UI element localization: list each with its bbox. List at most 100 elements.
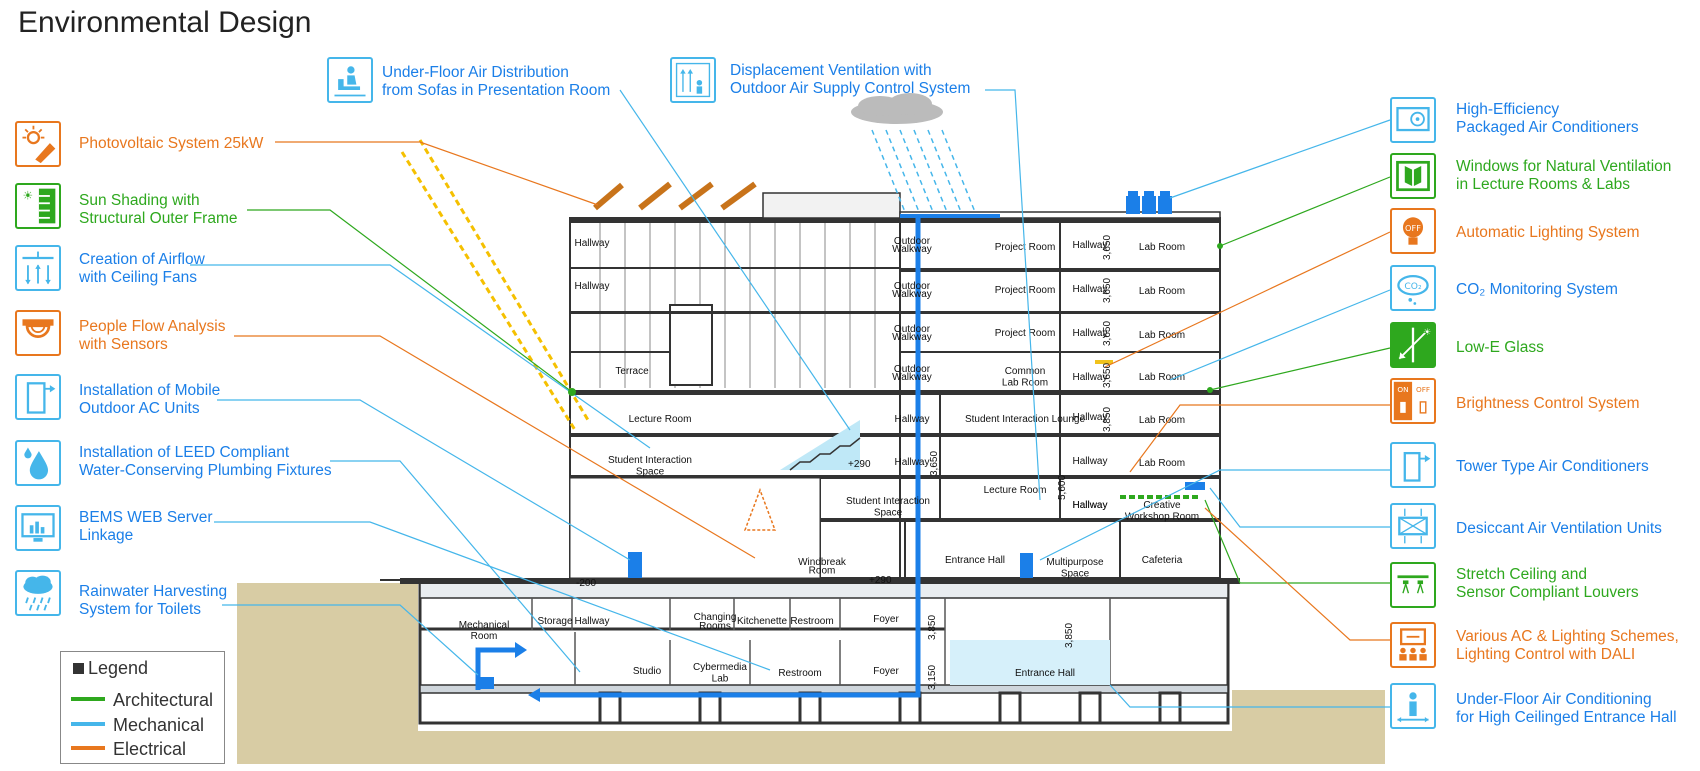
sensor-cone xyxy=(743,487,777,531)
callout-lowe: Low-E Glass xyxy=(1456,339,1544,356)
room-label-common-lab: Common xyxy=(1005,366,1046,377)
window-icon xyxy=(1390,153,1436,199)
room-label-outdoor-walkway: Outdoor xyxy=(894,236,931,247)
sensor-icon xyxy=(15,310,61,356)
room-label-outdoor-walkway: Walkway xyxy=(892,289,932,300)
desiccant-unit xyxy=(1185,482,1205,490)
dimension-label: 3,850 xyxy=(1064,623,1075,648)
callout-desiccant: Desiccant Air Ventilation Units xyxy=(1456,520,1662,537)
svg-text:OFF: OFF xyxy=(1416,385,1430,394)
room-label-cybermedia: Cybermedia xyxy=(693,662,747,673)
room-label-mechanical-room: Mechanical xyxy=(459,620,510,631)
mech-arrow xyxy=(475,647,515,690)
room-label-entrance-hall: Entrance Hall xyxy=(945,555,1005,566)
room-label-project-room: Project Room xyxy=(995,285,1056,296)
dimension-label: +290 xyxy=(848,459,871,470)
callout-tower-ac: Tower Type Air Conditioners xyxy=(1456,458,1649,475)
page-title: Environmental Design xyxy=(18,6,312,39)
room-label-hallway: Hallway xyxy=(1072,500,1107,511)
dimension-label: 3,150 xyxy=(927,665,938,690)
monitor-chart-icon xyxy=(15,505,61,551)
svg-text:ON: ON xyxy=(1397,385,1408,394)
callout-auto-lighting: Automatic Lighting System xyxy=(1456,224,1640,241)
callout-various-ac: Various AC & Lighting Schemes,Lighting C… xyxy=(1456,628,1679,663)
callout-brightness: Brightness Control System xyxy=(1456,395,1640,412)
callout-co2: CO₂ Monitoring System xyxy=(1456,281,1618,298)
room-label-student-interaction-space: Student Interaction xyxy=(846,496,930,507)
room-label-hallway: Hallway xyxy=(1072,500,1107,511)
room-label-storage: Storage xyxy=(537,616,572,627)
room-label-lab-room: Lab Room xyxy=(1139,330,1185,341)
on-off-switch-icon: ON OFF xyxy=(1390,378,1436,424)
room-label-multipurpose: Space xyxy=(1061,569,1090,580)
callout-photovoltaic: Photovoltaic System 25kW xyxy=(79,135,264,152)
stair-glow xyxy=(780,420,860,470)
room-label-student-interaction-space: Space xyxy=(874,508,903,519)
mobile-ac-unit xyxy=(628,552,642,578)
sun-panel-icon xyxy=(15,121,61,167)
room-label-hallway: Hallway xyxy=(1072,240,1107,251)
dimension-label: 3,650 xyxy=(1102,235,1113,260)
room-label-foyer: Foyer xyxy=(873,614,899,625)
lighting-fixture xyxy=(1095,360,1113,364)
roof-plant xyxy=(762,192,901,219)
light-bulb-off-icon: OFF xyxy=(1390,208,1436,254)
ground-slab xyxy=(400,578,1240,584)
legend-mechanical: Mechanical xyxy=(71,715,204,736)
dimension-label: 3,650 xyxy=(1102,278,1113,303)
room-label-outdoor-walkway: Walkway xyxy=(892,244,932,255)
room-label-creative-workshop: Workshop Room xyxy=(1125,512,1199,523)
room-label-creative-workshop: Creative xyxy=(1143,500,1181,511)
room-label-student-interaction-space: Student Interaction xyxy=(608,455,692,466)
tower-ac-icon xyxy=(1390,442,1436,488)
svg-text:☀: ☀ xyxy=(1423,328,1431,338)
dimension-label: 3,650 xyxy=(1102,321,1113,346)
room-label-cybermedia: Lab xyxy=(712,674,729,685)
room-label-changing: Changing xyxy=(694,612,737,623)
room-label-hallway: Hallway xyxy=(894,457,929,468)
legend-architectural: Architectural xyxy=(71,690,213,711)
room-label-student-interaction-space: Space xyxy=(636,467,665,478)
ac-unit-icon xyxy=(1390,97,1436,143)
room-label-outdoor-walkway: Walkway xyxy=(892,332,932,343)
underfloor-person-icon xyxy=(1390,683,1436,729)
svg-text:CO₂: CO₂ xyxy=(1404,282,1422,292)
room-label-project-room: Project Room xyxy=(995,328,1056,339)
room-label-entrance-hall: Entrance Hall xyxy=(1015,668,1075,679)
legend: Legend Architectural Mechanical Electric… xyxy=(60,651,225,764)
room-label-hallway: Hallway xyxy=(894,414,929,425)
dimension-label: 3,850 xyxy=(1102,407,1113,432)
room-label-mechanical-room: Room xyxy=(471,631,498,642)
room-label-outdoor-walkway: Walkway xyxy=(892,372,932,383)
room-label-restroom: Restroom xyxy=(778,668,821,679)
room-label-restroom: Restroom xyxy=(790,616,833,627)
terrace-void xyxy=(669,304,713,386)
room-label-common-lab: Lab Room xyxy=(1002,378,1048,389)
svg-text:☀: ☀ xyxy=(22,189,33,203)
dimension-label: 3,650 xyxy=(929,451,940,476)
tower-ac-unit xyxy=(1020,553,1033,578)
main-duct xyxy=(540,218,921,698)
co2-cloud-icon: CO₂ xyxy=(1390,265,1436,311)
room-label-windbreak: Room xyxy=(809,566,836,577)
room-label-windbreak: Windbreak xyxy=(798,557,847,568)
ground-fill xyxy=(237,583,1385,764)
mobile-ac-icon xyxy=(15,374,61,420)
lower-left-void xyxy=(569,477,821,579)
dimension-label: -200 xyxy=(576,578,596,589)
room-label-outdoor-walkway: Outdoor xyxy=(894,324,931,335)
room-label-studio: Studio xyxy=(633,666,662,677)
room-label-lab-room: Lab Room xyxy=(1139,286,1185,297)
room-label-lab-room: Lab Room xyxy=(1139,415,1185,426)
stretch-ceiling-icon xyxy=(1390,562,1436,608)
room-label-multipurpose: Multipurpose xyxy=(1046,557,1104,568)
room-label-hallway: Hallway xyxy=(574,238,609,249)
